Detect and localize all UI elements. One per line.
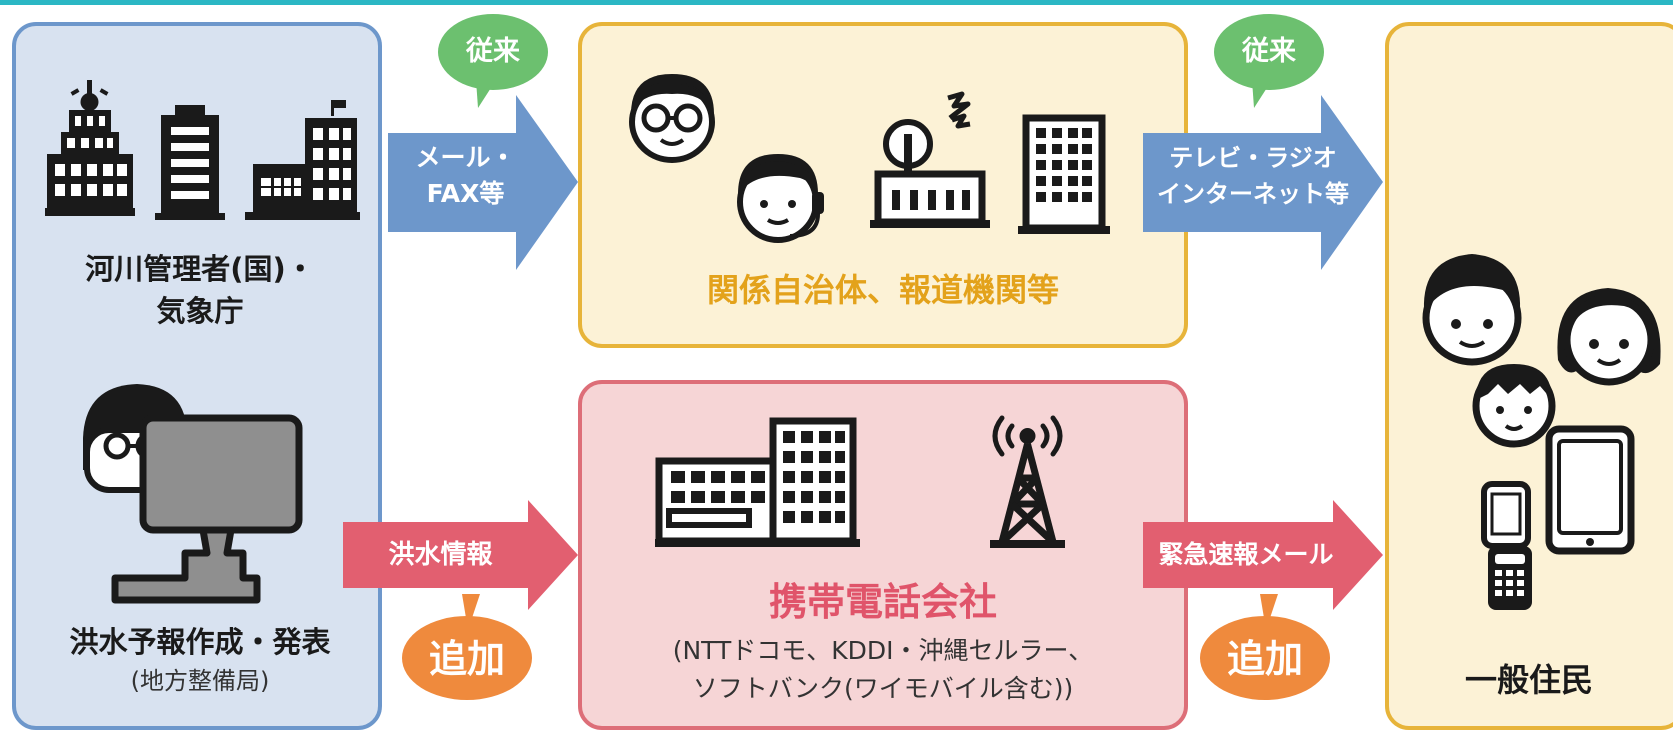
regional-bureau-label: (地方整備局) xyxy=(130,667,270,695)
person-glasses-icon xyxy=(629,74,715,163)
general-residents-title: 一般住民 xyxy=(1464,661,1593,699)
tv-radio-arrow xyxy=(1143,95,1383,270)
added-label-1: 追加 xyxy=(428,637,505,681)
government-building-icon xyxy=(45,80,135,216)
office-building-icon xyxy=(155,105,225,220)
flood-forecast-title: 洪水予報作成・発表 xyxy=(69,625,331,659)
conventional-label-2: 従来 xyxy=(1242,36,1296,67)
family-faces-icon xyxy=(1422,254,1661,448)
flood-info-label: 洪水情報 xyxy=(388,540,493,570)
top-accent-line xyxy=(0,0,1673,5)
operator-computer-icon xyxy=(83,384,303,604)
emergency-mail-arrow xyxy=(1143,500,1383,610)
smartphone-icon xyxy=(1545,425,1635,555)
tv-radio-label: テレビ・ラジオ インターネット等 xyxy=(1157,144,1349,208)
mobile-carrier-title: 携帯電話会社 xyxy=(768,580,997,624)
company-building-icon xyxy=(655,417,860,547)
office-tower-icon xyxy=(1018,114,1110,234)
mail-fax-label: メール・ FAX等 xyxy=(415,143,516,208)
flip-phone-icon xyxy=(1481,481,1532,610)
flood-info-arrow xyxy=(343,500,578,610)
mail-fax-arrow xyxy=(388,95,578,270)
added-bubble-1: 追加 xyxy=(402,590,532,702)
carrier-names-label: (NTTドコモ、KDDI・沖縄セルラー、 ソフトバンク(ワイモバイル含む)) xyxy=(672,636,1094,703)
municipalities-media-title: 関係自治体、報道機関等 xyxy=(706,271,1059,309)
factory-building-icon xyxy=(245,100,360,220)
emergency-mail-label: 緊急速報メール xyxy=(1158,540,1334,569)
conventional-bubble-2: 従来 xyxy=(1214,14,1324,110)
cell-tower-icon xyxy=(990,415,1065,548)
broadcast-station-icon xyxy=(870,91,990,228)
added-bubble-2: 追加 xyxy=(1200,590,1330,702)
river-administrator-title: 河川管理者(国)・ 気象庁 xyxy=(85,252,315,328)
headset-operator-icon xyxy=(737,154,824,243)
conventional-label-1: 従来 xyxy=(466,36,520,67)
conventional-bubble-1: 従来 xyxy=(438,14,548,110)
added-label-2: 追加 xyxy=(1226,637,1303,681)
